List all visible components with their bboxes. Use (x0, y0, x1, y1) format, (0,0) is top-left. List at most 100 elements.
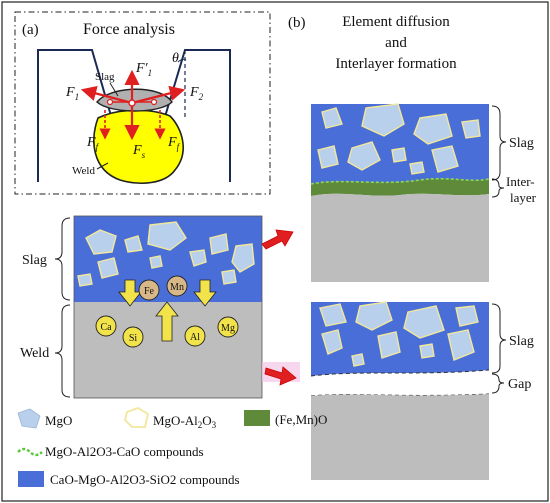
top-slag-brace (491, 105, 507, 181)
svg-text:Fe: Fe (144, 286, 155, 297)
svg-text:Ca: Ca (100, 322, 112, 333)
weld-label: Weld (72, 165, 95, 177)
legend-slag-compounds-swatch (18, 471, 44, 487)
bottom-slag-label: Slag (509, 334, 534, 349)
interlayer-compounds-line (310, 177, 490, 185)
legend-mgo-al2o3-text: MgO-Al2O3 (153, 413, 217, 430)
mgo-crystal (377, 331, 401, 359)
top-mgo-crystals (317, 103, 481, 175)
svg-text:Mn: Mn (170, 282, 184, 293)
force-panel-title: Force analysis (83, 21, 175, 38)
mgo-crystal (221, 269, 237, 285)
force-f2-arrow (131, 85, 186, 105)
legend: MgO MgO-Al2O3 (Fe,Mn)O MgO-Al2O3-CaO com… (17, 407, 327, 487)
legend-femno-text: (Fe,Mn)O (275, 412, 327, 427)
panel-b-header: (b) Element diffusion and Interlayer for… (288, 14, 457, 72)
weld-brace (54, 304, 71, 398)
mgo-crystal (149, 255, 163, 269)
interlayer-block: Slag Inter- layer (310, 103, 537, 282)
gap-brace (491, 373, 505, 394)
element-fe: Fe (138, 279, 160, 301)
transfer-arrow-bottom (264, 366, 297, 386)
panel-b-title-line3: Interlayer formation (335, 56, 457, 72)
element-mn: Mn (166, 275, 188, 297)
mgo-crystal (77, 273, 93, 287)
left-mgo-crystals (77, 221, 255, 287)
panel-b-label: (b) (288, 15, 306, 31)
mgo-crystal (97, 257, 119, 279)
svg-text:Mg: Mg (221, 323, 235, 334)
svg-text:Si: Si (129, 333, 138, 344)
element-si: Si (122, 326, 144, 348)
mgo-crystal (419, 343, 435, 359)
mgo-crystal (85, 229, 117, 255)
bottom-mgo-crystals (319, 301, 479, 367)
legend-slag-compounds-text: CaO-MgO-Al2O3-SiO2 compounds (50, 472, 240, 487)
force-f1-arrow (80, 85, 133, 105)
left-block-frame (73, 215, 263, 399)
mgo-crystal (189, 249, 207, 267)
legend-cao-compounds-text: MgO-Al2O3-CaO compounds (45, 444, 204, 459)
left-weld-label: Weld (20, 346, 49, 361)
element-mg: Mg (217, 316, 239, 338)
mgo-crystal (391, 147, 407, 163)
mgo-crystal (355, 301, 393, 331)
left-slag-label: Slag (22, 253, 47, 268)
mgo-crystal (321, 107, 343, 129)
theta-arc (177, 58, 187, 63)
panel-a-label: (a) (22, 22, 39, 38)
legend-mgo-text: MgO (45, 413, 72, 428)
mgo-crystal (347, 141, 381, 171)
legend-cao-compounds-swatch (17, 447, 43, 457)
mgo-crystal (321, 329, 343, 355)
mgo-crystal (431, 145, 459, 173)
mgo-crystal (351, 353, 365, 367)
legend-mgo-al2o3-swatch (124, 407, 150, 428)
right-contact-node (150, 98, 158, 106)
mgo-crystal (124, 235, 143, 253)
weld-leader (96, 162, 109, 170)
diffusion-down-arrow-1 (118, 279, 142, 307)
slag-brace (54, 217, 71, 301)
bottom-slag-brace (491, 303, 507, 374)
mgo-crystal (413, 113, 453, 145)
gap-region (311, 370, 489, 396)
mgo-crystal (231, 243, 255, 273)
svg-text:Al: Al (190, 332, 200, 343)
element-ca: Ca (95, 315, 117, 337)
left-contact-node (106, 98, 114, 106)
left-block: Fe Mn Ca Si Al Mg Slag Weld (20, 215, 263, 399)
slag-leader (109, 82, 119, 97)
gap-block: Slag Gap (310, 301, 534, 480)
mgo-crystal (209, 233, 229, 255)
mgo-crystal (361, 103, 405, 137)
bottom-weld-layer (311, 394, 489, 480)
slag-label: Slag (95, 71, 115, 83)
transfer-arrow-top (261, 229, 294, 250)
panel-b-title-line1: Element diffusion (342, 14, 450, 30)
ff-right-label: Ff (167, 135, 181, 152)
mgo-crystal (455, 305, 479, 327)
ff-left-label: Ff (86, 135, 100, 152)
interlayer-label-1: Inter- (506, 174, 535, 189)
gap-label: Gap (508, 377, 531, 392)
mgo-crystal (403, 305, 445, 339)
interlayer-brace (491, 178, 505, 198)
force-origin-node (128, 99, 136, 107)
mgo-crystal (319, 303, 347, 327)
mgo-crystal (447, 329, 475, 361)
force-panel-frame (14, 11, 271, 195)
interlayer-band (311, 178, 489, 196)
element-al: Al (184, 325, 206, 347)
f1-label: F1 (65, 85, 79, 102)
mgo-crystal (461, 119, 481, 139)
f1prime-label: F′1 (135, 61, 152, 78)
diffusion-down-arrow-2 (193, 279, 217, 307)
legend-femno-swatch (244, 410, 270, 426)
top-weld-layer (311, 193, 489, 282)
fs-label: Fs (132, 143, 146, 160)
force-analysis-panel: (a) Force analysis θ Slag Weld F′1 F1 F2… (14, 11, 271, 195)
mgo-crystal (409, 161, 425, 175)
